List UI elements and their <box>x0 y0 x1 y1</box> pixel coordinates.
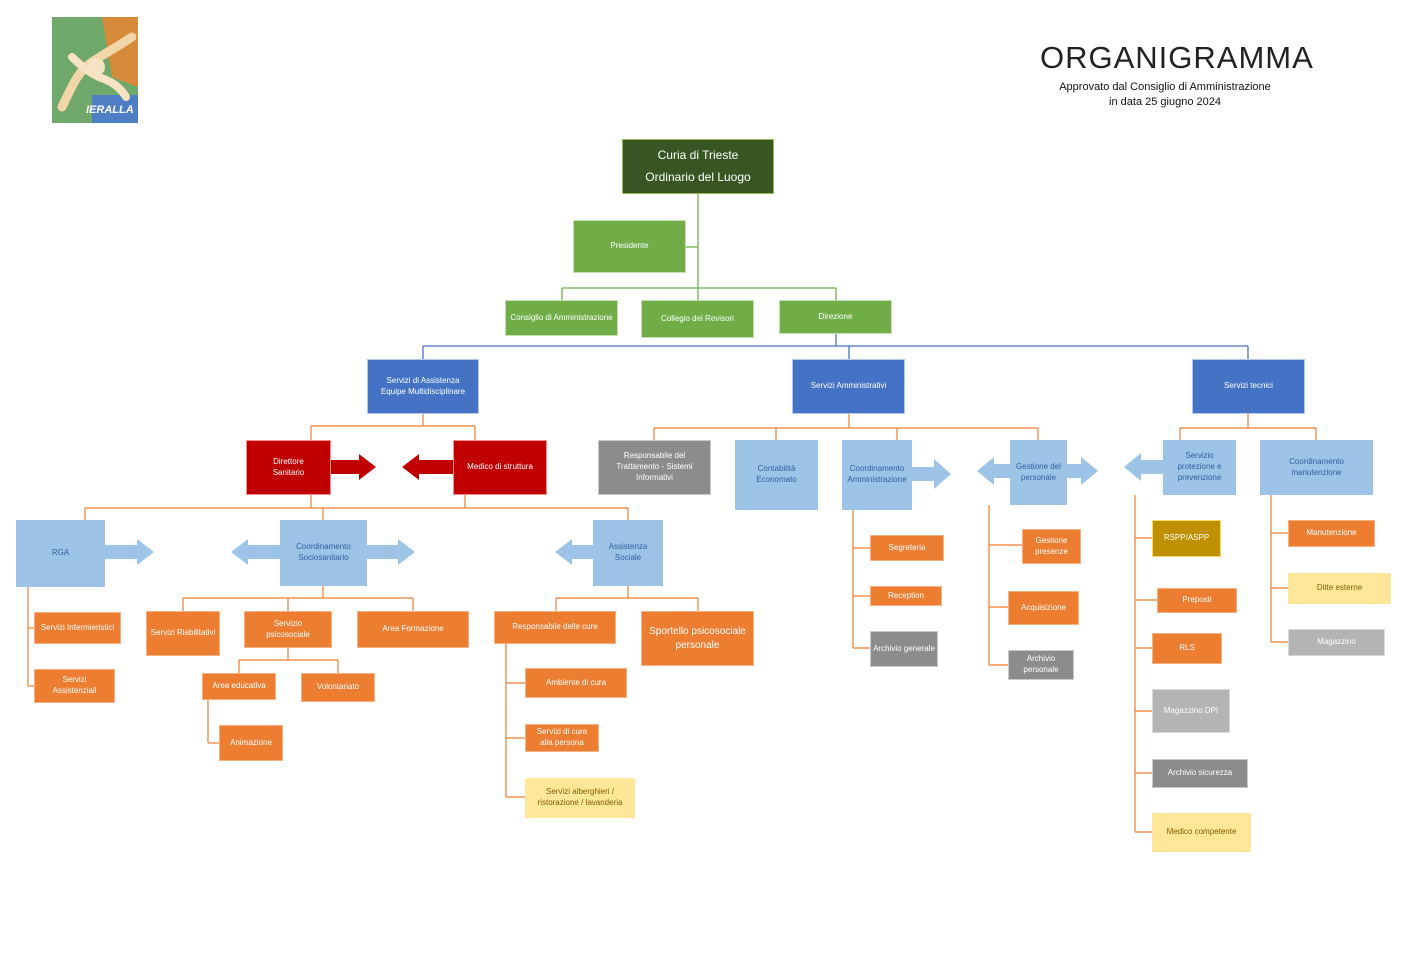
red-arrows <box>331 454 453 480</box>
node-servizi-assistenza: Servizi di Assistenza Equipe Multidiscip… <box>367 359 479 414</box>
node-coord-manutenzione: Coordinamento manutenzione <box>1260 440 1373 495</box>
node-servizi-infermieristici: Servizi Infermieristici <box>34 612 121 644</box>
node-archivio-generale: Archivio generale <box>870 631 938 667</box>
node-acquisizione: Acquisizione <box>1008 591 1079 625</box>
node-revisori: Collegio dei Revisori <box>641 300 754 338</box>
node-rls: RLS <box>1152 633 1222 664</box>
node-manutenzione: Manutenzione <box>1288 520 1375 547</box>
node-volontariato: Volontariato <box>301 673 375 702</box>
approval-note: Approvato dal Consiglio di Amministrazio… <box>1040 80 1290 110</box>
node-servizi-riabilitativi: Servizi Riabilitativi <box>146 611 220 656</box>
node-area-educativa: Area educativa <box>202 673 276 700</box>
node-archivio-personale: Archivio personale <box>1008 650 1074 680</box>
node-segreteria: Segreteria <box>870 535 944 561</box>
node-servizi-amministrativi: Servizi Amministrativi <box>792 359 905 414</box>
node-medico-competente: Medico competente <box>1152 813 1251 852</box>
node-resp-trattamento: Responsabile del Trattamento - Sistemi I… <box>598 440 711 495</box>
node-gestione-personale: Gestione del personale <box>1010 440 1067 505</box>
node-ambiente-cura: Ambiente di cura <box>525 668 627 698</box>
node-servizio-protezione: Servizio protezione e prevenzione <box>1163 440 1236 495</box>
subtitle-line-1: Approvato dal Consiglio di Amministrazio… <box>1059 81 1271 93</box>
node-magazzino-dpi: Magazzino DPI <box>1152 689 1230 733</box>
node-contabilita: Contabilità Economato <box>735 440 818 510</box>
node-reception: Reception <box>870 586 942 606</box>
node-magazzino: Magazzino <box>1288 629 1385 656</box>
logo-text: IERALLA <box>86 104 134 116</box>
page-title: ORGANIGRAMMA <box>1040 40 1314 75</box>
node-direttore-sanitario: Direttore Sanitario <box>246 440 331 495</box>
blue-arrows <box>105 453 1163 565</box>
node-servizi-alberghieri: Servizi alberghieri / ristorazione / lav… <box>525 778 635 818</box>
node-area-formazione: Area Formazione <box>357 611 469 648</box>
ieralla-logo: IERALLA <box>52 17 138 123</box>
node-presidente: Presidente <box>573 220 686 273</box>
node-coord-sociosanitario: Coordinamento Sociosanitario <box>280 520 367 586</box>
node-gestione-presenze: Gestione presenze <box>1022 529 1081 564</box>
node-sportello: Sportello psicosociale personale <box>641 611 754 666</box>
node-archivio-sicurezza: Archivio sicurezza <box>1152 759 1248 788</box>
node-ditte-esterne: Ditte esterne <box>1288 573 1391 604</box>
node-assistenza-sociale: Assistenza Sociale <box>593 520 663 586</box>
node-servizio-psicosociale: Servizio psicosociale <box>244 611 332 648</box>
node-curia: Curia di Trieste Ordinario del Luogo <box>622 139 774 194</box>
node-servizi-cura-persona: Servizi di cura alla persona <box>525 724 599 752</box>
node-coord-amministrazione: Coordinamento Amministrazione <box>842 440 912 510</box>
node-animazione: Animazione <box>219 725 283 761</box>
node-preposti: Preposti <box>1157 588 1237 613</box>
node-servizi-tecnici: Servizi tecnici <box>1192 359 1305 414</box>
node-direzione: Direzione <box>779 300 892 334</box>
node-rspp: RSPP/ASPP <box>1152 520 1221 557</box>
node-rga: RGA <box>16 520 105 587</box>
node-servizi-assistenziali: Servizi Assistenziali <box>34 669 115 703</box>
node-medico-struttura: Medico di struttura <box>453 440 547 495</box>
node-responsabile-cure: Responsabile delle cure <box>494 611 616 644</box>
node-consiglio: Consiglio di Amministrazione <box>505 300 618 336</box>
subtitle-line-2: in data 25 giugno 2024 <box>1109 95 1221 108</box>
